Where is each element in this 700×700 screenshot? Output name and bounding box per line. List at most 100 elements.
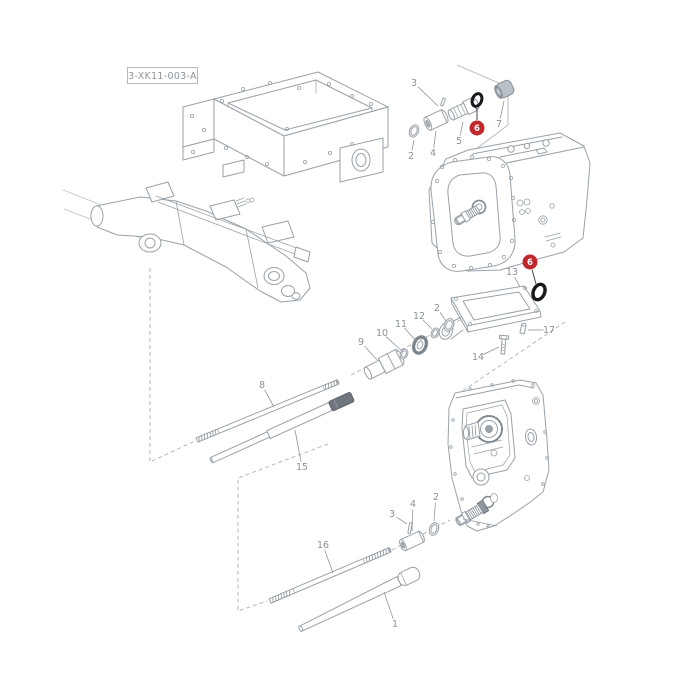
pin-17 xyxy=(519,322,527,335)
part-callout-11: 11 xyxy=(395,319,417,342)
callout-leader-line xyxy=(364,345,378,361)
part-number-text: 14 xyxy=(472,352,484,363)
o-ring-2-top xyxy=(408,124,420,138)
tie-rod-8-drawing xyxy=(195,379,340,443)
diagram-ref-label: 3-XK11-003-A xyxy=(127,67,198,84)
bushing-4-top xyxy=(423,109,449,131)
callout-leader-line xyxy=(531,269,537,285)
part-number-text: 3 xyxy=(389,509,395,520)
callout-leader-line xyxy=(433,502,436,522)
highlight-badge-part-6[interactable]: 6 xyxy=(522,254,538,285)
callout-leader-line xyxy=(324,550,334,574)
top-valve-parts-drawing xyxy=(408,79,515,138)
callout-leader-line xyxy=(422,319,433,330)
part-callout-2: 2 xyxy=(433,492,439,522)
axle-trumpet-ring xyxy=(263,267,285,285)
callout-leader-line xyxy=(294,429,302,462)
part-callout-5: 5 xyxy=(456,121,464,147)
part-number-text: 7 xyxy=(496,119,502,130)
inspection-window xyxy=(461,399,516,479)
part-callout-4: 4 xyxy=(410,499,416,532)
part-callout-9: 9 xyxy=(358,337,378,361)
callout-leader-line xyxy=(404,327,417,342)
part-callout-3: 3 xyxy=(411,78,439,107)
callout-leader-line xyxy=(385,336,403,352)
part-number-text: 3 xyxy=(411,78,417,89)
part-number-text: 4 xyxy=(410,499,416,510)
part-callout-2: 2 xyxy=(434,303,447,322)
callout-leader-line xyxy=(499,100,505,119)
tie-rod-15-drawing xyxy=(209,392,355,464)
bottom-bushing-parts-drawing xyxy=(399,522,440,552)
transmission-housing-drawing xyxy=(428,132,591,272)
part-callout-17: 17 xyxy=(528,325,555,336)
part-callout-1: 1 xyxy=(383,591,398,630)
part-callout-7: 7 xyxy=(496,100,505,130)
tie-rod-1-drawing xyxy=(298,566,421,633)
part-number-text: 10 xyxy=(376,328,388,339)
part-number-text: 2 xyxy=(434,303,440,314)
part-callout-2: 2 xyxy=(408,139,415,162)
callout-leader-line xyxy=(383,591,394,619)
o-ring-6-top xyxy=(470,92,484,108)
callout-leader-line xyxy=(482,346,500,355)
bolt-holes xyxy=(189,81,373,166)
part-number-text: 11 xyxy=(395,319,407,330)
callout-leader-line xyxy=(411,509,414,532)
cover-plate-drawing xyxy=(438,285,542,355)
part-number-text: 2 xyxy=(408,151,414,162)
sleeve-9 xyxy=(363,349,405,380)
part-number-text: 6 xyxy=(527,258,533,268)
part-callout-4: 4 xyxy=(430,130,437,159)
part-callout-12: 12 xyxy=(413,311,433,330)
part-number-text: 2 xyxy=(433,492,439,503)
cap-7 xyxy=(494,79,515,99)
callout-leader-line xyxy=(396,516,408,525)
axle-boss xyxy=(138,233,162,253)
part-callout-8: 8 xyxy=(259,380,275,408)
callout-leader-line xyxy=(411,139,415,151)
highlight-badge-part-6[interactable]: 6 xyxy=(469,108,485,136)
part-callout-16: 16 xyxy=(317,540,334,574)
chassis-frame-drawing xyxy=(182,71,389,183)
part-number-text: 4 xyxy=(430,148,436,159)
part-callout-10: 10 xyxy=(376,328,403,352)
part-number-text: 13 xyxy=(506,267,518,278)
callout-leader-line xyxy=(433,130,437,148)
part-number-text: 17 xyxy=(543,325,555,336)
part-callout-13: 13 xyxy=(506,267,521,288)
bushing-11 xyxy=(411,335,429,355)
part-number-text: 1 xyxy=(392,619,398,630)
spool-5 xyxy=(447,97,480,121)
part-callout-3: 3 xyxy=(389,509,408,525)
o-ring-2-bottom xyxy=(428,522,440,536)
o-ring-6-middle xyxy=(531,282,547,302)
part-number-text: 5 xyxy=(456,136,462,147)
part-number-text: 6 xyxy=(474,124,480,134)
callout-leader-line xyxy=(459,121,464,136)
callout-leader-line xyxy=(417,86,439,107)
part-number-text: 9 xyxy=(358,337,364,348)
bushing-4-bottom xyxy=(399,530,425,552)
highlight-circle[interactable] xyxy=(469,120,485,136)
callout-leader-line xyxy=(264,389,275,408)
highlight-circle[interactable] xyxy=(522,254,538,270)
tie-rod-16-drawing xyxy=(268,547,392,604)
highlighted-o-rings xyxy=(470,92,547,302)
part-number-text: 8 xyxy=(259,380,265,391)
part-number-text: 16 xyxy=(317,540,329,551)
part-number-text: 15 xyxy=(296,462,308,473)
input-shaft xyxy=(454,205,481,226)
pin-3-bottom xyxy=(407,522,413,534)
front-axle-drawing xyxy=(62,181,311,303)
part-callout-14: 14 xyxy=(472,346,500,363)
bolt-14 xyxy=(498,334,510,355)
part-callout-15: 15 xyxy=(294,429,308,473)
part-number-text: 12 xyxy=(413,311,425,322)
pin-3-top xyxy=(440,97,446,107)
callout-leader-line xyxy=(439,312,447,322)
gearbox-housing-drawing xyxy=(447,379,550,532)
